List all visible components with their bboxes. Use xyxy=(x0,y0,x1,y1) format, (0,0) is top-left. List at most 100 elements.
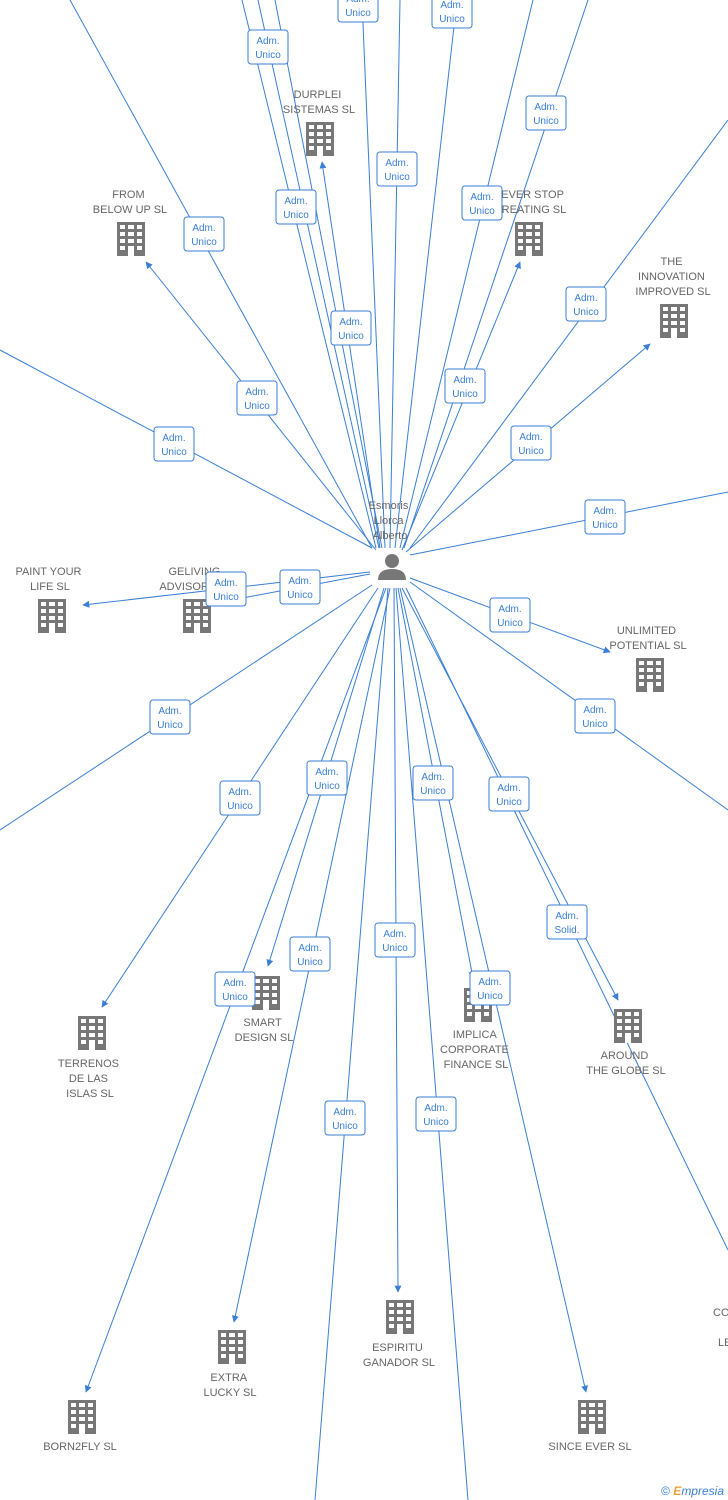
svg-text:THE INNOVATION IMP: THE INNOVATION IMPROVED SL xyxy=(635,256,710,298)
company-node[interactable]: SINCE EVER SL xyxy=(548,1400,632,1453)
role-badge[interactable]: Adm.Unico xyxy=(415,1096,457,1132)
building-icon xyxy=(578,1400,606,1434)
company-node[interactable]: AROUND THE GLOBE SL xyxy=(586,1009,666,1077)
company-name: UNLIMITED xyxy=(617,625,676,637)
role-text: Adm. xyxy=(519,432,542,443)
role-badge[interactable]: Adm.Unico xyxy=(584,499,626,535)
role-badge[interactable]: Adm.Unico xyxy=(376,151,418,187)
role-badge[interactable]: Adm.Unico xyxy=(489,597,531,633)
role-badge[interactable]: Adm. Unico xyxy=(431,0,473,29)
role-badge[interactable]: Adm.Unico xyxy=(306,760,348,796)
role-text: Unico xyxy=(439,14,465,25)
role-text: Unico xyxy=(345,8,371,19)
company-node[interactable]: THE INNOVATION IMPROVED SL xyxy=(635,256,711,338)
company-node[interactable]: NEVER STOP CREATING SL xyxy=(493,189,567,256)
role-text: Adm. xyxy=(478,977,501,988)
role-text: Unico xyxy=(161,447,187,458)
svg-text:EXTRA LUCKY SL: EXTRA LUCKY SL xyxy=(204,1372,257,1399)
company-name: ESPIRITU xyxy=(372,1342,423,1354)
role-badge[interactable]: Adm.Unico xyxy=(279,569,321,605)
role-text: Unico xyxy=(518,446,544,457)
role-badge[interactable]: Adm. Unico xyxy=(574,698,616,734)
role-text: Unico xyxy=(227,801,253,812)
company-name: INNOVATION xyxy=(638,271,705,283)
role-text: Unico xyxy=(582,719,608,730)
role-badge[interactable]: Adm.Unico xyxy=(525,95,567,131)
svg-text:IMPLICA CORPORATE: IMPLICA CORPORATE FINANCE SL xyxy=(440,1029,512,1071)
company-name: NEVER STOP xyxy=(493,189,564,201)
role-badge[interactable]: Adm.Unico xyxy=(289,936,331,972)
company-node[interactable]: CO LE xyxy=(713,1307,728,1349)
role-text: Adm. xyxy=(440,0,463,11)
role-text: Adm. xyxy=(583,705,606,716)
role-badge[interactable]: Adm.Solid. xyxy=(546,904,588,940)
role-badge[interactable]: Adm.Unico xyxy=(565,286,607,322)
company-node[interactable]: UNLIMITED POTENTIAL SL xyxy=(609,625,687,692)
person-node[interactable]: Esmoris Llorca Alberto xyxy=(369,500,412,580)
role-text: Adm. xyxy=(228,787,251,798)
svg-text:BORN2FLY SL: BORN2FLY SL xyxy=(43,1441,117,1453)
role-text: Unico xyxy=(496,797,522,808)
role-badge[interactable]: Adm.Unico xyxy=(330,310,372,346)
company-name: DURPLEI xyxy=(294,89,342,101)
role-badge[interactable]: Adm. Unico xyxy=(488,776,530,812)
role-badge[interactable]: Adm. Unico xyxy=(510,425,552,461)
company-node[interactable]: ESPIRITU GANADOR SL xyxy=(363,1300,435,1369)
svg-text:SMART DESIGN SL: SMART DESIGN SL xyxy=(235,1017,294,1044)
role-badge[interactable]: Adm.Unico xyxy=(412,765,454,801)
company-name: FROM xyxy=(112,189,144,201)
building-icon xyxy=(306,122,334,156)
role-badge[interactable]: Adm.Unico xyxy=(149,699,191,735)
role-badge[interactable]: Adm.Unico xyxy=(205,571,247,607)
building-icon xyxy=(636,658,664,692)
building-icon xyxy=(252,976,280,1010)
role-text: Unico xyxy=(497,618,523,629)
empresia-logo[interactable]: E xyxy=(673,1484,682,1498)
role-text: Unico xyxy=(244,401,270,412)
role-badge[interactable]: Adm.Unico xyxy=(444,368,486,404)
role-badge[interactable]: Adm.Unico xyxy=(183,216,225,252)
svg-text:SINCE EVER SL: SINCE EVER SL xyxy=(548,1441,631,1453)
company-name: POTENTIAL SL xyxy=(609,640,686,652)
role-text: Unico xyxy=(382,943,408,954)
role-badge[interactable]: Adm.Unico xyxy=(247,29,289,65)
company-name: THE GLOBE SL xyxy=(586,1065,665,1077)
company-node[interactable]: EXTRA LUCKY SL xyxy=(204,1330,257,1399)
role-text: Adm. xyxy=(497,783,520,794)
company-node[interactable]: DURPLEI SISTEMAS SL xyxy=(283,89,355,156)
role-badge[interactable]: Adm.Unico xyxy=(374,922,416,958)
role-text: Unico xyxy=(452,389,478,400)
person-name-line: Esmoris xyxy=(369,500,409,512)
role-text: Unico xyxy=(420,786,446,797)
role-badge[interactable]: Adm. Unico xyxy=(153,426,195,462)
role-badge[interactable]: Adm.Unico xyxy=(337,0,379,23)
company-name: LUCKY SL xyxy=(204,1387,257,1399)
person-icon xyxy=(378,554,406,580)
role-text: Adm. xyxy=(162,433,185,444)
svg-text:UNLIMITED POTENTIAL SL: UNLIMITED POTENTIAL SL xyxy=(609,625,686,652)
role-badge[interactable]: Adm. Unico xyxy=(219,780,261,816)
svg-text:FROM BELOW UP SL: FROM BELOW UP SL xyxy=(93,189,167,216)
company-node[interactable]: TERRENOS DE LAS ISLAS SL xyxy=(58,1016,122,1100)
role-text: Unico xyxy=(297,957,323,968)
company-node[interactable]: IMPLICA CORPORATE FINANCE SL xyxy=(440,988,512,1071)
company-name: BORN2FLY SL xyxy=(43,1441,117,1453)
company-node[interactable]: FROM BELOW UP SL xyxy=(93,189,167,256)
role-badge[interactable]: Adm.Unico xyxy=(461,185,503,221)
svg-text:AROUND THE GLOBE SL: AROUND THE GLOBE SL xyxy=(586,1050,665,1077)
role-badge[interactable]: Adm.Unico xyxy=(275,189,317,225)
company-node[interactable]: SMART DESIGN SL xyxy=(235,976,294,1044)
role-badge[interactable]: Adm.Unico xyxy=(236,380,278,416)
role-badge[interactable]: Adm.Unico xyxy=(214,971,256,1007)
role-text: Adm. xyxy=(223,978,246,989)
role-text: Unico xyxy=(477,991,503,1002)
company-node[interactable]: BORN2FLY SL xyxy=(43,1400,117,1453)
role-badge[interactable]: Adm. Unico xyxy=(469,970,511,1006)
company-node[interactable]: PAINT YOUR LIFE SL xyxy=(15,566,84,633)
company-name: DE LAS xyxy=(69,1073,108,1085)
role-text: Adm. xyxy=(315,767,338,778)
company-name: IMPLICA xyxy=(453,1029,498,1041)
role-badge[interactable]: Adm.Unico xyxy=(324,1100,366,1136)
